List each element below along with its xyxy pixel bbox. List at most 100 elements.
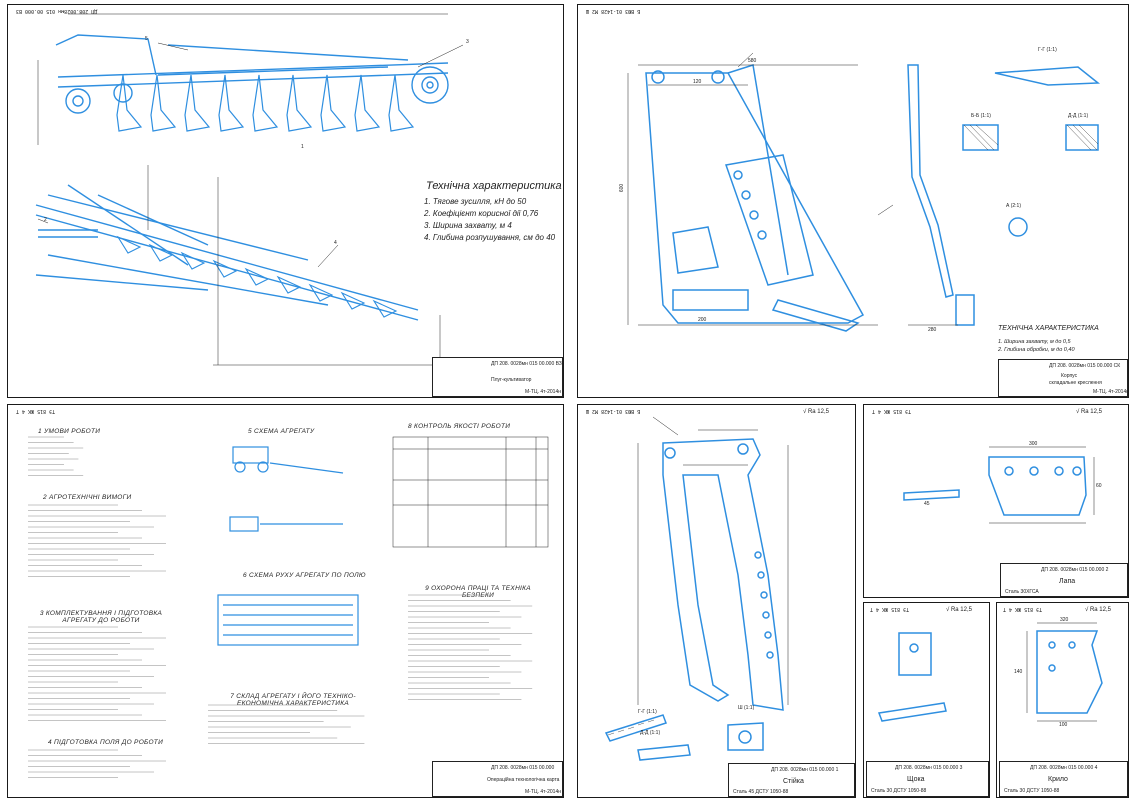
title-name: Лапа xyxy=(1059,578,1076,585)
plan-share xyxy=(212,259,238,278)
roughness-mark: √ Ra 12,5 xyxy=(1076,409,1102,415)
title-group: M-ТЦ. 4т-2014н xyxy=(525,789,561,795)
title-name: Корпус xyxy=(1061,373,1078,379)
dim-label: 600 xyxy=(619,183,626,193)
section-heading: 2 АГРОТЕХНІЧНІ ВИМОГИ xyxy=(43,494,132,501)
spec-item: 1. Тягове зусилля, кН до 50 xyxy=(424,197,527,206)
title-block: ДП 208. 0028мн 015 00.000 СК Корпус скла… xyxy=(998,359,1129,397)
share-shank xyxy=(116,74,143,132)
spec-title: Технічна характеристика xyxy=(426,180,562,192)
sheet-assembly-plough: ДП 208.0028мн 015 00.000 ВЗ xyxy=(7,4,564,398)
view-label: Ш (1:1) xyxy=(738,705,755,711)
spec-item: 3. Ширина захвату, м 4 xyxy=(424,221,512,230)
plan-share xyxy=(308,283,334,302)
title-material: Сталь 30 ДСТУ 1050-88 xyxy=(1004,788,1060,794)
view-label: Б-Б (1:1) xyxy=(971,113,991,119)
section-heading: 1 УМОВИ РОБОТИ xyxy=(38,428,101,435)
plan-share xyxy=(116,235,142,254)
title-name: Операційна технологічна карта xyxy=(487,777,560,783)
callout-4: 4 xyxy=(334,240,337,246)
share-shank xyxy=(388,74,415,132)
section-heading: 7 СКЛАД АГРЕГАТУ І ЙОГО ТЕХНІКО-ЕКОНОМІЧ… xyxy=(230,693,356,707)
dim-label: 45 xyxy=(924,501,930,507)
share-shank xyxy=(354,74,381,132)
title-code: ДП 208. 0028мн 015 00.000 1 xyxy=(771,767,839,773)
callout-5: 5 xyxy=(145,36,148,42)
share-shank xyxy=(286,74,313,132)
dim-label: 140 xyxy=(1014,669,1023,675)
dim-label: 580 xyxy=(748,58,757,64)
plough-drawing xyxy=(35,13,464,371)
plan-share xyxy=(148,243,174,262)
tech-card-figures xyxy=(28,436,549,778)
view-label: Д-Д (1:1) xyxy=(1068,113,1089,119)
plan-share xyxy=(244,267,270,286)
dim-label: 120 xyxy=(693,79,702,85)
share-drawing xyxy=(903,446,1095,524)
plan-share xyxy=(180,251,206,270)
title-group: M-ТЦ. 4т-2014н xyxy=(525,389,561,395)
sheet-part-cheek: ТЭ 815 ЖК 4 Т √ Ra 12,5 ДП 208. 0028мн 0… xyxy=(863,602,990,798)
title-material: Сталь 45 ДСТУ 1050-88 xyxy=(733,789,789,795)
title-name: Крило xyxy=(1048,776,1068,783)
sheet-part-wing: ТЭ 815 ЖК 4 Т √ Ra 12,5 320 140 100 ДП 2… xyxy=(996,602,1129,798)
spec-item: 2. Коефіцієнт корисної дії 0,76 xyxy=(424,209,539,218)
section-heading: 9 ОХОРОНА ПРАЦІ ТА ТЕХНІКА БЕЗПЕКИ xyxy=(425,585,531,599)
plan-share xyxy=(340,291,366,310)
view-label: Г-Г (1:1) xyxy=(638,709,657,715)
dim-label: 320 xyxy=(1060,617,1069,623)
spec-item: 2. Глибина обробки, м до 0,40 xyxy=(998,347,1075,353)
section-heading: 8 КОНТРОЛЬ ЯКОСТІ РОБОТИ xyxy=(408,423,511,430)
stand-drawing xyxy=(604,416,789,761)
sheet-tech-card: ТЭ 815 ЖК 4 Т 1 УМОВИ РОБОТИ 2 АГРОТЕХНІ… xyxy=(7,404,564,798)
section-heading: 5 СХЕМА АГРЕГАТУ xyxy=(248,428,315,435)
cheek-drawing xyxy=(877,632,947,722)
title-block: ДП 208. 0028мн 015 00.000 2 Лапа Сталь 3… xyxy=(1000,563,1128,597)
title-name: Стійка xyxy=(783,778,804,785)
view-label: А (2:1) xyxy=(1006,203,1022,209)
dim-label: 100 xyxy=(1059,722,1068,728)
plan-share xyxy=(276,275,302,294)
title-block: ДП 208. 0028мн 015 00.000 4 Крило Сталь … xyxy=(999,761,1128,797)
dim-label: 300 xyxy=(1029,441,1038,447)
section-heading: 3 КОМПЛЕКТУВАННЯ І ПІДГОТОВКА АГРЕГАТУ Д… xyxy=(39,610,163,624)
title-block: ДП 208. 0028мн 015 00.000 ВЗ Плуг-культи… xyxy=(432,357,563,397)
spec-title: ТЕХНІЧНА ХАРАКТЕРИСТИКА xyxy=(998,325,1099,332)
roughness-mark: √ Ra 12,5 xyxy=(946,607,972,613)
title-name: Плуг-культиватор xyxy=(491,377,532,383)
title-code: ДП 208. 0028мн 015 00.000 СК xyxy=(1049,363,1121,369)
title-group: M-ТЦ. 4т-2014н xyxy=(1093,389,1129,395)
section-heading: 6 СХЕМА РУХУ АГРЕГАТУ ПО ПОЛЮ xyxy=(243,572,366,579)
callout-1: 1 xyxy=(301,144,304,150)
title-material: Сталь 30ХГСА xyxy=(1005,589,1039,595)
title-code: ДП 208. 0028мн 015 00.000 xyxy=(491,765,555,771)
title-code: ДП 208. 0028мн 015 00.000 2 xyxy=(1041,567,1109,573)
roughness-mark: √ Ra 12,5 xyxy=(1085,607,1111,613)
dim-label: 280 xyxy=(928,327,937,333)
title-material: Сталь 30 ДСТУ 1050-88 xyxy=(871,788,927,794)
dim-label: 200 xyxy=(698,317,707,323)
callout-2: 2 xyxy=(44,217,47,223)
body-drawing xyxy=(627,52,1101,332)
title-code: ДП 208. 0028мн 015 00.000 4 xyxy=(1030,765,1098,771)
plan-share xyxy=(372,299,398,318)
sheet-part-stand: Б ВЮЗ 01-1428 М2 Ш √ Ra 12,5 Г-Г (1:1) Д… xyxy=(577,404,856,798)
sheet-part-share: ТЭ 815 ЖК 4 Т √ Ra 12,5 300 60 45 ДП 208… xyxy=(863,404,1129,598)
dim-label: 60 xyxy=(1096,483,1102,489)
view-label: Д-Д (1:1) xyxy=(640,730,661,736)
callout-3: 3 xyxy=(466,39,469,45)
section-heading: 4 ПІДГОТОВКА ПОЛЯ ДО РОБОТИ xyxy=(48,739,164,746)
title-name: Щока xyxy=(907,776,925,783)
title-block: ДП 208. 0028мн 015 00.000 3 Щока Сталь 3… xyxy=(866,761,989,797)
title-subname: складальне креслення xyxy=(1049,380,1102,386)
sheet-assembly-body: Б ВЮЗ 01-1428 М2 Ш xyxy=(577,4,1129,398)
share-shank xyxy=(150,74,177,132)
title-code: ДП 208. 0028мн 015 00.000 3 xyxy=(895,765,963,771)
title-code: ДП 208. 0028мн 015 00.000 ВЗ xyxy=(491,361,562,367)
share-shank xyxy=(252,74,279,132)
share-shank xyxy=(184,74,211,132)
spec-item: 4. Глибина розпушування, см до 40 xyxy=(424,233,556,242)
roughness-mark: √ Ra 12,5 xyxy=(803,409,829,415)
share-shank xyxy=(218,74,245,132)
title-block: ДП 208. 0028мн 015 00.000 Операційна тех… xyxy=(432,761,563,797)
